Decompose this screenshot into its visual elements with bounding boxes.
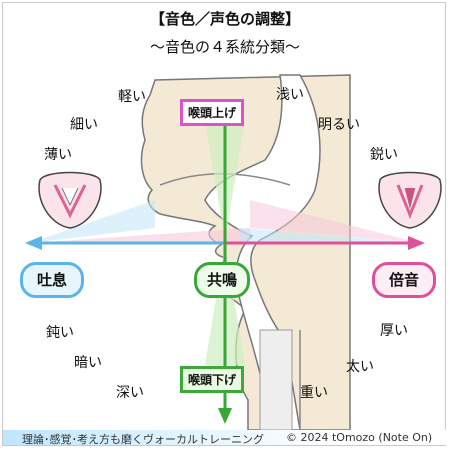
word-light: 軽い	[118, 89, 146, 105]
page-title: 【音色／声色の調整】	[149, 10, 300, 28]
breathy-oval: 吐息	[20, 262, 84, 298]
vocal-cords-closed-icon	[378, 171, 442, 229]
word-thin: 薄い	[44, 147, 72, 163]
footer-bar	[3, 430, 446, 445]
resonance-oval: 共鳴	[194, 262, 250, 298]
larynx-down-tag: 喉頭下げ	[180, 366, 245, 393]
overtone-oval: 倍音	[372, 262, 436, 298]
footer-copyright: © 2024 tOmozo (Note On)	[286, 431, 433, 444]
word-dull: 鈍い	[46, 325, 74, 341]
word-dark: 暗い	[74, 355, 102, 371]
word-shallow: 浅い	[276, 87, 304, 103]
word-heavy: 重い	[300, 385, 328, 401]
larynx-up-tag: 喉頭上げ	[180, 99, 245, 126]
word-deep: 深い	[116, 385, 144, 401]
vocal-cords-open-icon	[38, 171, 102, 229]
word-bright: 明るい	[318, 117, 360, 133]
footer-tagline: 理論･感覚･考え方も磨くヴォーカルトレーニング	[22, 433, 264, 446]
word-fat: 太い	[346, 359, 374, 375]
page-subtitle: 〜音色の４系統分類〜	[149, 38, 300, 56]
word-sharp: 鋭い	[370, 147, 398, 163]
diagram-frame	[2, 2, 446, 446]
word-thick: 厚い	[380, 323, 408, 339]
word-thin-narrow: 細い	[70, 117, 98, 133]
axis-arrows	[25, 110, 425, 424]
